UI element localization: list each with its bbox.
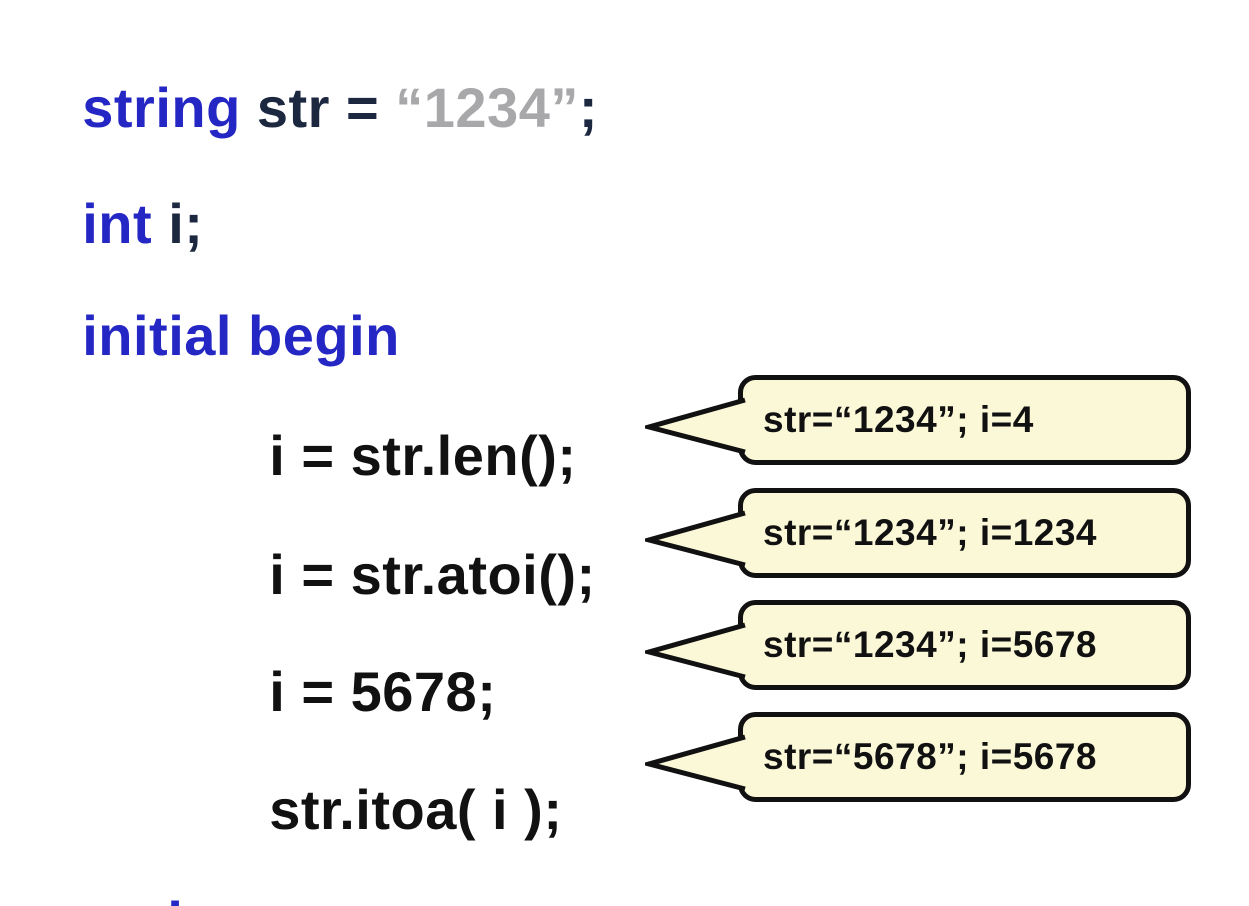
- code-line-initial-begin: initial begin: [18, 252, 400, 420]
- statement-itoa: str.itoa( i );: [269, 778, 563, 841]
- keyword-end: end: [82, 890, 183, 906]
- statement-len: i = str.len();: [269, 424, 577, 487]
- code-line-string-declaration: string str = “1234”;: [18, 24, 598, 192]
- code-line-int-declaration: int i;: [18, 140, 203, 308]
- code-line-str-atoi: i = str.atoi();: [205, 491, 596, 659]
- callout-text-itoa: str=“5678”; i=5678: [763, 736, 1098, 777]
- statement-assign: i = 5678;: [269, 660, 497, 723]
- callout-len-result: str=“1234”; i=4: [645, 375, 1191, 465]
- code-line-end: end: [18, 838, 183, 906]
- speech-bubble-icon: [645, 712, 1191, 802]
- string-literal-1234: “1234”: [395, 76, 579, 139]
- keyword-string: string: [82, 76, 257, 139]
- code-line-str-itoa: str.itoa( i );: [205, 726, 562, 894]
- speech-bubble-icon: [645, 375, 1191, 465]
- keyword-initial-begin: initial begin: [82, 304, 400, 367]
- identifier-i: i;: [168, 192, 204, 255]
- code-line-str-len: i = str.len();: [205, 372, 577, 540]
- callout-text-assign: str=“1234”; i=5678: [763, 624, 1098, 665]
- callout-text-atoi: str=“1234”; i=1234: [763, 512, 1098, 553]
- callout-text-len: str=“1234”; i=4: [763, 399, 1034, 440]
- identifier-str: str =: [256, 76, 396, 139]
- callout-assign-result: str=“1234”; i=5678: [645, 600, 1191, 690]
- callout-atoi-result: str=“1234”; i=1234: [645, 488, 1191, 578]
- callout-itoa-result: str=“5678”; i=5678: [645, 712, 1191, 802]
- semicolon: ;: [578, 76, 598, 139]
- speech-bubble-icon: [645, 488, 1191, 578]
- statement-atoi: i = str.atoi();: [269, 543, 596, 606]
- speech-bubble-icon: [645, 600, 1191, 690]
- keyword-int: int: [82, 192, 169, 255]
- code-line-assign-5678: i = 5678;: [205, 608, 496, 776]
